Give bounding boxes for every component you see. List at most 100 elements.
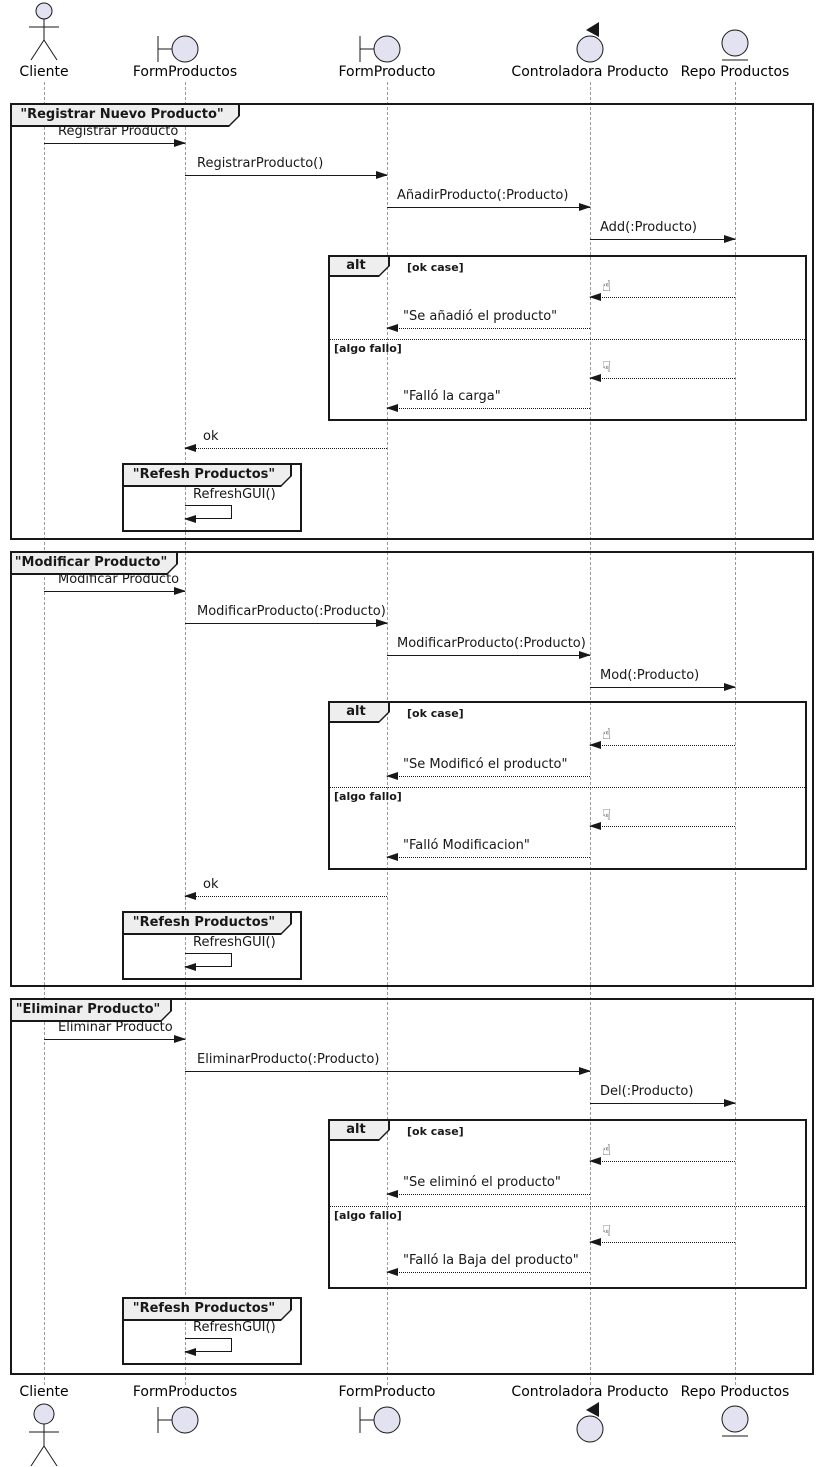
participant-controladora-bottom: Controladora Producto — [511, 1384, 669, 1400]
guard-fail-label: [algo fallo] — [334, 1209, 402, 1222]
alt-divider — [330, 339, 805, 340]
self-message-label: RefreshGUI() — [193, 487, 276, 502]
thumbs-down-icon: ☟ — [602, 806, 612, 824]
group-frame-refresh: "Refesh Productos" — [122, 463, 302, 532]
lifeline-controladora — [590, 82, 591, 1385]
participant-formproductos-bottom: FormProductos — [132, 1384, 238, 1400]
alt-operator-label: alt — [346, 703, 366, 719]
participant-repo-top: Repo Productos — [680, 64, 790, 80]
arrowhead-icon — [579, 651, 591, 659]
alt-fragment-registrar: alt [ok case] [algo fallo] — [328, 255, 807, 421]
lifeline-formproducto — [387, 82, 388, 1385]
boundary-icon — [157, 1406, 199, 1434]
entity-icon — [721, 1405, 749, 1437]
group-title: "Refesh Productos" — [132, 914, 276, 930]
arrowhead-icon — [386, 324, 398, 332]
alt-operator-tab: alt — [328, 255, 390, 277]
boundary-icon — [359, 35, 401, 63]
actor-icon — [29, 1403, 59, 1467]
lifeline-repo — [735, 82, 736, 1385]
thumbs-up-icon: ☝ — [602, 277, 612, 295]
entity-icon — [721, 29, 749, 61]
arrowhead-icon — [589, 1157, 601, 1165]
arrowhead-icon — [184, 1348, 196, 1356]
group-frame-refresh: "Refesh Productos" — [122, 911, 302, 980]
arrowhead-icon — [724, 1099, 736, 1107]
arrowhead-icon — [589, 374, 601, 382]
arrowhead-icon — [386, 1268, 398, 1276]
alt-fragment-eliminar: alt [ok case] [algo fallo] — [328, 1119, 807, 1289]
group-frame-modificar: "Modificar Producto" — [10, 551, 814, 987]
group-title: "Eliminar Producto" — [15, 1001, 161, 1017]
arrowhead-icon — [376, 619, 388, 627]
alt-operator-label: alt — [346, 1121, 366, 1137]
alt-fragment-modificar: alt [ok case] [algo fallo] — [328, 701, 807, 870]
participant-formproducto-top: FormProducto — [338, 64, 436, 80]
arrowhead-icon — [184, 892, 196, 900]
alt-operator-label: alt — [346, 257, 366, 273]
group-title: "Registrar Nuevo Producto" — [20, 106, 224, 122]
lifeline-formproductos — [185, 82, 186, 1385]
guard-ok-label: [ok case] — [407, 1125, 464, 1138]
control-icon — [576, 22, 604, 63]
group-title-tab: "Modificar Producto" — [10, 551, 178, 575]
participant-formproducto-bottom: FormProducto — [338, 1384, 436, 1400]
guard-fail-label: [algo fallo] — [334, 790, 402, 803]
participant-controladora-top: Controladora Producto — [511, 64, 669, 80]
arrowhead-icon — [184, 515, 196, 523]
alt-divider — [330, 787, 805, 788]
group-title-tab: "Refesh Productos" — [122, 463, 292, 487]
actor-icon — [29, 2, 59, 61]
self-message-label: RefreshGUI() — [193, 1320, 276, 1335]
arrowhead-icon — [589, 741, 601, 749]
participant-repo-bottom: Repo Productos — [680, 1384, 790, 1400]
lifeline-cliente — [44, 82, 45, 1385]
arrowhead-icon — [724, 235, 736, 243]
group-title-tab: "Eliminar Producto" — [10, 998, 172, 1022]
group-title: "Modificar Producto" — [14, 554, 168, 570]
arrowhead-icon — [184, 444, 196, 452]
arrowhead-icon — [184, 963, 196, 971]
participant-cliente-top: Cliente — [19, 64, 69, 80]
arrowhead-icon — [724, 683, 736, 691]
self-message-loop — [184, 505, 232, 523]
arrowhead-icon — [579, 1067, 591, 1075]
boundary-icon — [157, 35, 199, 63]
group-title-tab: "Registrar Nuevo Producto" — [10, 103, 240, 127]
guard-ok-label: [ok case] — [407, 261, 464, 274]
group-frame-eliminar: "Eliminar Producto" — [10, 998, 814, 1375]
thumbs-down-icon: ☟ — [602, 1222, 612, 1240]
group-frame-refresh: "Refesh Productos" — [122, 1297, 302, 1365]
arrowhead-icon — [386, 772, 398, 780]
arrowhead-icon — [386, 853, 398, 861]
arrowhead-icon — [589, 1238, 601, 1246]
self-message-label: RefreshGUI() — [193, 935, 276, 950]
group-title-tab: "Refesh Productos" — [122, 911, 292, 935]
guard-fail-label: [algo fallo] — [334, 342, 402, 355]
arrowhead-icon — [386, 404, 398, 412]
participant-cliente-bottom: Cliente — [19, 1384, 69, 1400]
arrowhead-icon — [579, 203, 591, 211]
arrowhead-icon — [589, 822, 601, 830]
thumbs-up-icon: ☝ — [602, 725, 612, 743]
arrowhead-icon — [376, 171, 388, 179]
self-message-loop — [184, 1338, 232, 1356]
boundary-icon — [359, 1406, 401, 1434]
alt-operator-tab: alt — [328, 701, 390, 723]
alt-operator-tab: alt — [328, 1119, 390, 1141]
arrowhead-icon — [174, 1035, 186, 1043]
thumbs-down-icon: ☟ — [602, 358, 612, 376]
group-title-tab: "Refesh Productos" — [122, 1297, 292, 1321]
arrowhead-icon — [174, 587, 186, 595]
thumbs-up-icon: ☝ — [602, 1141, 612, 1159]
arrowhead-icon — [589, 293, 601, 301]
participant-formproductos-top: FormProductos — [132, 64, 238, 80]
self-message-loop — [184, 953, 232, 971]
group-frame-registrar: "Registrar Nuevo Producto" — [10, 103, 814, 540]
arrowhead-icon — [174, 139, 186, 147]
guard-ok-label: [ok case] — [407, 707, 464, 720]
arrowhead-icon — [386, 1190, 398, 1198]
alt-divider — [330, 1206, 805, 1207]
group-title: "Refesh Productos" — [132, 1300, 276, 1316]
